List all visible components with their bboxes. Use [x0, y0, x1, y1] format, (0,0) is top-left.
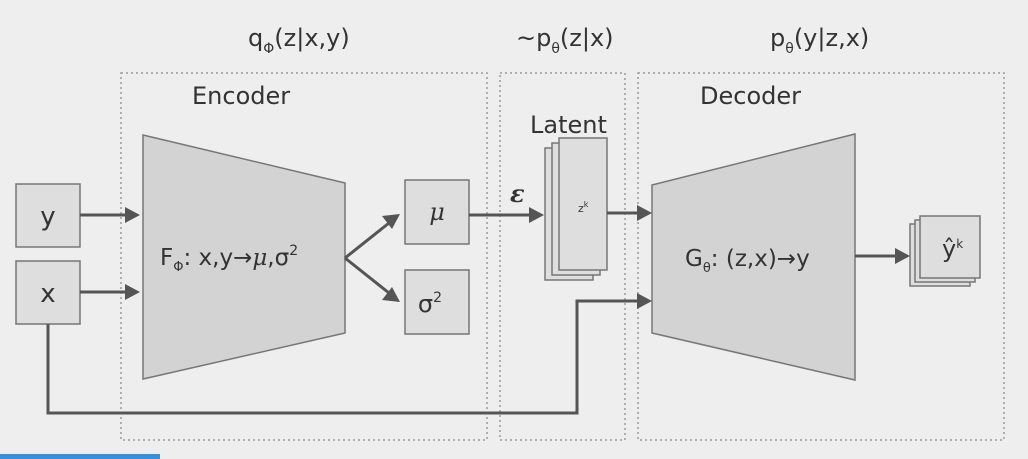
latent-region: [499, 72, 626, 441]
sigma-label: σ2: [418, 290, 442, 318]
decoder-region: [637, 72, 1005, 441]
arrow-x-skip-to-decoder: [46, 299, 640, 415]
input-x-box: [15, 260, 81, 325]
decoder-network: [651, 133, 856, 381]
prior-distribution-heading: ~pθ(z|x): [516, 24, 614, 57]
encoder-function-label: FΦ: x,y→μ,σ2: [160, 243, 298, 275]
input-x-label: x: [40, 279, 55, 309]
latent-z-label: zk: [578, 200, 589, 215]
arrow-encoder-to-mu-head: [382, 214, 400, 229]
encoder-distribution-heading: qΦ(z|x,y): [248, 24, 350, 57]
sigma-box: [404, 269, 470, 335]
output-stack-front: [919, 215, 981, 279]
epsilon-noise-label: ε: [510, 179, 525, 208]
encoder-label: Encoder: [192, 82, 290, 110]
mu-box: [404, 179, 470, 245]
arrow-y-to-encoder-head: [125, 207, 140, 223]
input-y-label: y: [40, 202, 55, 232]
decoder-label: Decoder: [700, 82, 801, 110]
latent-label: Latent: [530, 111, 607, 139]
video-progress-bar[interactable]: [0, 454, 160, 459]
arrow-x-skip-to-decoder-head: [637, 293, 652, 309]
encoder-network: [142, 134, 346, 380]
arrow-encoder-to-sigma-head: [382, 287, 400, 302]
arrow-x-to-encoder-head: [125, 284, 140, 300]
arrow-latent-to-decoder-head: [637, 205, 652, 221]
decoder-function-label: Gθ: (z,x)→y: [685, 246, 810, 276]
encoder-region: [120, 72, 488, 441]
arrow-sample-to-latent-head: [529, 207, 544, 223]
latent-stack-front: [558, 137, 608, 271]
mu-label: μ: [429, 198, 445, 226]
arrow-encoder-to-sigma: [344, 256, 390, 295]
arrow-decoder-to-output-head: [895, 248, 910, 264]
arrow-encoder-to-mu: [344, 221, 390, 260]
output-yhat-label: ŷk: [942, 235, 963, 263]
decoder-distribution-heading: pθ(y|z,x): [770, 24, 869, 57]
